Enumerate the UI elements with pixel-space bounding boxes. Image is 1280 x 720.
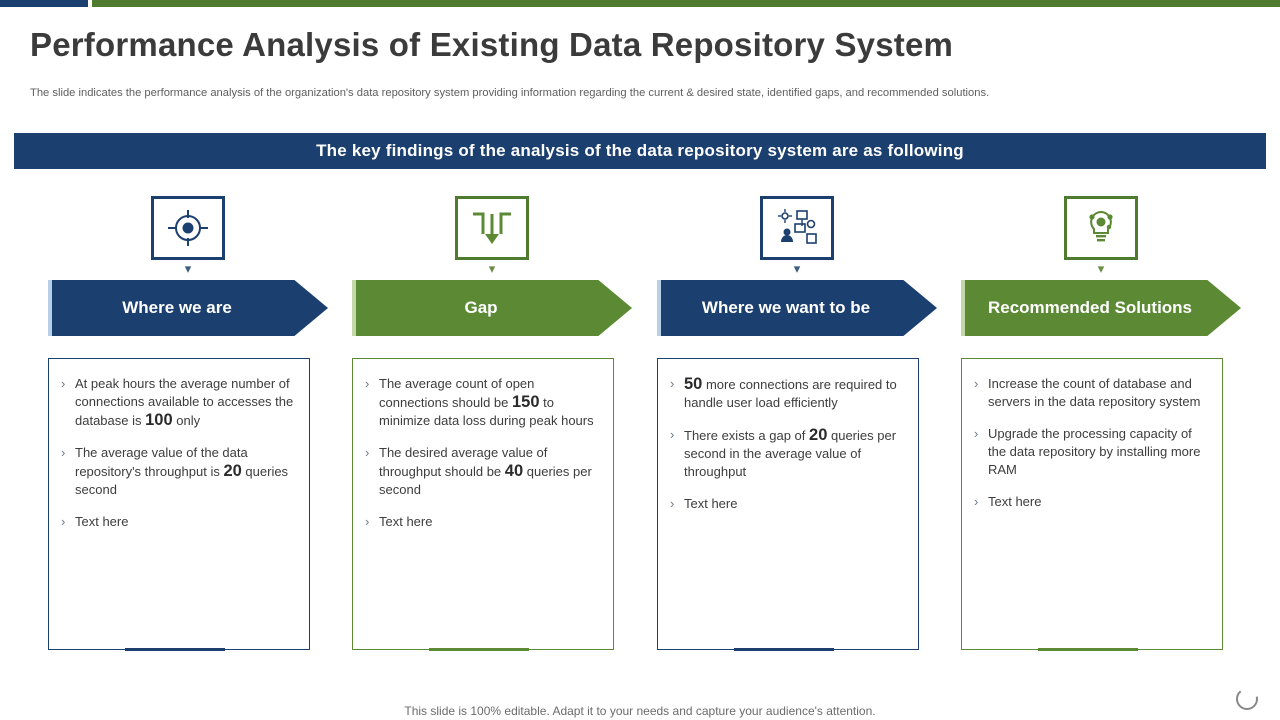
down-arrow-gap-icon — [455, 196, 529, 260]
list-item: › The desired average value of throughpu… — [363, 444, 601, 499]
heading-arrow-wrap: Gap — [352, 280, 632, 336]
bullet-chevron-icon: › — [61, 514, 66, 529]
list-item: › Text here — [972, 493, 1210, 511]
bullet-chevron-icon: › — [365, 376, 370, 391]
bullet-text: There exists a gap of 20 queries per sec… — [684, 426, 897, 479]
bullet-chevron-icon: › — [61, 445, 66, 460]
page-subtitle: The slide indicates the performance anal… — [30, 87, 990, 99]
bullet-text: Upgrade the processing capacity of the d… — [988, 426, 1201, 477]
bullet-text: The average count of open connections sh… — [379, 376, 594, 428]
bullet-chevron-icon: › — [365, 445, 370, 460]
bullet-chevron-icon: › — [974, 376, 979, 391]
key-findings-banner: The key findings of the analysis of the … — [14, 133, 1266, 169]
content-card: › At peak hours the average number of co… — [48, 358, 310, 651]
network-settings-icon — [760, 196, 834, 260]
bullet-text: Text here — [379, 514, 433, 529]
bullet-text: Text here — [988, 494, 1042, 509]
column-heading: Where we want to be — [657, 280, 937, 336]
arrow-tab — [352, 280, 356, 336]
heading-arrow-wrap: Recommended Solutions — [961, 280, 1241, 336]
heading-arrow-wrap: Where we are — [48, 280, 328, 336]
list-item: › Text here — [363, 513, 601, 531]
bullet-chevron-icon: › — [974, 426, 979, 441]
card-underline — [125, 648, 225, 651]
bullet-chevron-icon: › — [670, 496, 675, 511]
list-item: › The average count of open connections … — [363, 375, 601, 430]
chevron-down-icon: ▾ — [184, 261, 192, 276]
loading-spinner-icon — [1236, 688, 1258, 710]
bullet-text: Text here — [684, 496, 738, 511]
list-item: › There exists a gap of 20 queries per s… — [668, 426, 906, 481]
card-underline — [429, 648, 529, 651]
list-item: › At peak hours the average number of co… — [59, 375, 297, 430]
bullet-chevron-icon: › — [670, 376, 675, 391]
list-item: › The average value of the data reposito… — [59, 444, 297, 499]
chevron-down-icon: ▾ — [793, 261, 801, 276]
column-heading: Where we are — [48, 280, 328, 336]
list-item: › Text here — [59, 513, 297, 531]
bullet-text: At peak hours the average number of conn… — [75, 376, 294, 429]
bullet-chevron-icon: › — [670, 427, 675, 442]
bullet-chevron-icon: › — [974, 494, 979, 509]
list-item: › 50 more connections are required to ha… — [668, 375, 906, 412]
page-title: Performance Analysis of Existing Data Re… — [30, 26, 954, 63]
content-card: › 50 more connections are required to ha… — [657, 358, 919, 651]
column-where-we-want-to-be: ▾ Where we want to be › 50 more connecti… — [657, 196, 937, 651]
lightbulb-gear-icon — [1064, 196, 1138, 260]
chevron-down-icon: ▾ — [488, 261, 496, 276]
column-heading: Gap — [352, 280, 632, 336]
target-crosshair-icon — [151, 196, 225, 260]
bullet-text: Text here — [75, 514, 129, 529]
card-underline — [734, 648, 834, 651]
column-heading: Recommended Solutions — [961, 280, 1241, 336]
bullet-text: The desired average value of throughput … — [379, 445, 592, 497]
heading-arrow-wrap: Where we want to be — [657, 280, 937, 336]
card-underline — [1038, 648, 1138, 651]
bullet-text: The average value of the data repository… — [75, 445, 289, 497]
list-item: › Text here — [668, 495, 906, 513]
list-item: › Increase the count of database and ser… — [972, 375, 1210, 411]
bullet-text: Increase the count of database and serve… — [988, 376, 1201, 409]
content-card: › The average count of open connections … — [352, 358, 614, 651]
arrow-tab — [657, 280, 661, 336]
arrow-tab — [48, 280, 52, 336]
arrow-tab — [961, 280, 965, 336]
list-item: › Upgrade the processing capacity of the… — [972, 425, 1210, 479]
bullet-chevron-icon: › — [61, 376, 66, 391]
column-recommended-solutions: ▾ Recommended Solutions › Increase the c… — [961, 196, 1241, 651]
bullet-chevron-icon: › — [365, 514, 370, 529]
top-accent-bar-green — [92, 0, 1280, 7]
content-card: › Increase the count of database and ser… — [961, 358, 1223, 651]
column-gap: ▾ Gap › The average count of open connec… — [352, 196, 632, 651]
footer-note: This slide is 100% editable. Adapt it to… — [404, 704, 876, 718]
top-accent-bar-blue — [0, 0, 88, 7]
column-where-we-are: ▾ Where we are › At peak hours the avera… — [48, 196, 328, 651]
chevron-down-icon: ▾ — [1097, 261, 1105, 276]
bullet-text: 50 more connections are required to hand… — [684, 375, 897, 410]
